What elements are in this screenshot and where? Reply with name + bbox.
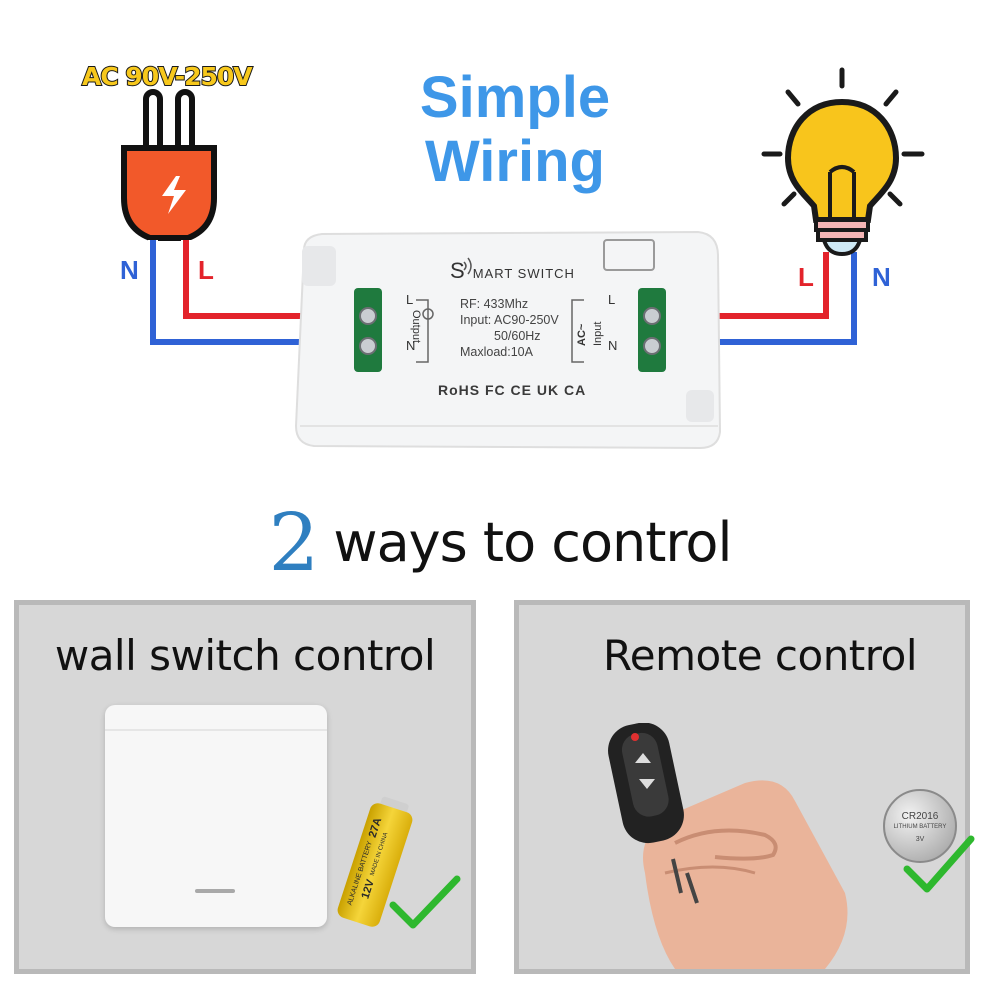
spec-maxload: Maxload:10A xyxy=(460,345,533,359)
title-line-1: Simple xyxy=(419,65,611,130)
right-live-label: L xyxy=(798,262,814,292)
switch-edge-line xyxy=(105,729,327,731)
spec-frequency: 50/60Hz xyxy=(494,329,541,343)
coin-line-3: 3V xyxy=(915,836,925,843)
check-icon xyxy=(903,835,975,893)
wall-switch-title: wall switch control xyxy=(54,631,436,680)
battery-line-3: MADE IN CHINA xyxy=(369,831,390,877)
check-icon xyxy=(389,875,461,929)
subtitle-text: ways to control xyxy=(333,511,732,574)
right-neutral-label: N xyxy=(872,262,891,292)
remote-panel: Remote control CR2016 LITHIUM BATTERY 3V xyxy=(514,600,975,974)
output-port-label: Output xyxy=(410,310,422,344)
spec-input: Input: AC90-250V xyxy=(460,313,559,327)
output-terminal-l: L xyxy=(406,292,414,307)
wall-switch xyxy=(105,705,327,927)
title-line-2: Wiring xyxy=(425,129,605,194)
coin-line-1: CR2016 xyxy=(901,811,939,822)
subtitle-number: 2 xyxy=(268,496,320,589)
certification-marks: RoHS FC CE UK CA xyxy=(438,382,587,398)
input-terminal-n: N xyxy=(608,338,618,353)
left-neutral-label: N xyxy=(120,255,139,285)
light-bulb-icon xyxy=(761,67,925,257)
spec-rf: RF: 433Mhz xyxy=(460,297,529,311)
device-brand-rest: MART SWITCH xyxy=(472,266,575,281)
remote-title: Remote control xyxy=(603,631,918,680)
page-title: Simple Wiring xyxy=(390,66,640,194)
input-terminal-l: L xyxy=(608,292,616,307)
coin-cell-battery: CR2016 LITHIUM BATTERY 3V xyxy=(883,789,957,863)
hand-holding-remote-icon xyxy=(608,723,848,969)
voltage-label: AC 90V-250V xyxy=(81,61,254,92)
smart-switch-device: S MART SWITCH RF: 433Mhz Input: AC90-250V… xyxy=(288,226,724,456)
input-port-label-ac: AC~ xyxy=(576,323,588,346)
coin-line-2: LITHIUM BATTERY xyxy=(893,824,947,830)
device-brand: S MART SWITCH xyxy=(450,258,575,284)
power-plug-icon xyxy=(121,89,217,241)
input-port-label-input: Input xyxy=(592,321,604,346)
left-live-label: L xyxy=(198,255,214,285)
device-brand-s: S xyxy=(450,258,465,283)
switch-indicator xyxy=(195,889,235,893)
output-terminal-n: N xyxy=(406,338,416,353)
device-specs: RF: 433Mhz Input: AC90-250V 50/60Hz Maxl… xyxy=(460,296,600,360)
wall-switch-panel: wall switch control ALKALINE BATTERY 27A… xyxy=(14,600,476,974)
